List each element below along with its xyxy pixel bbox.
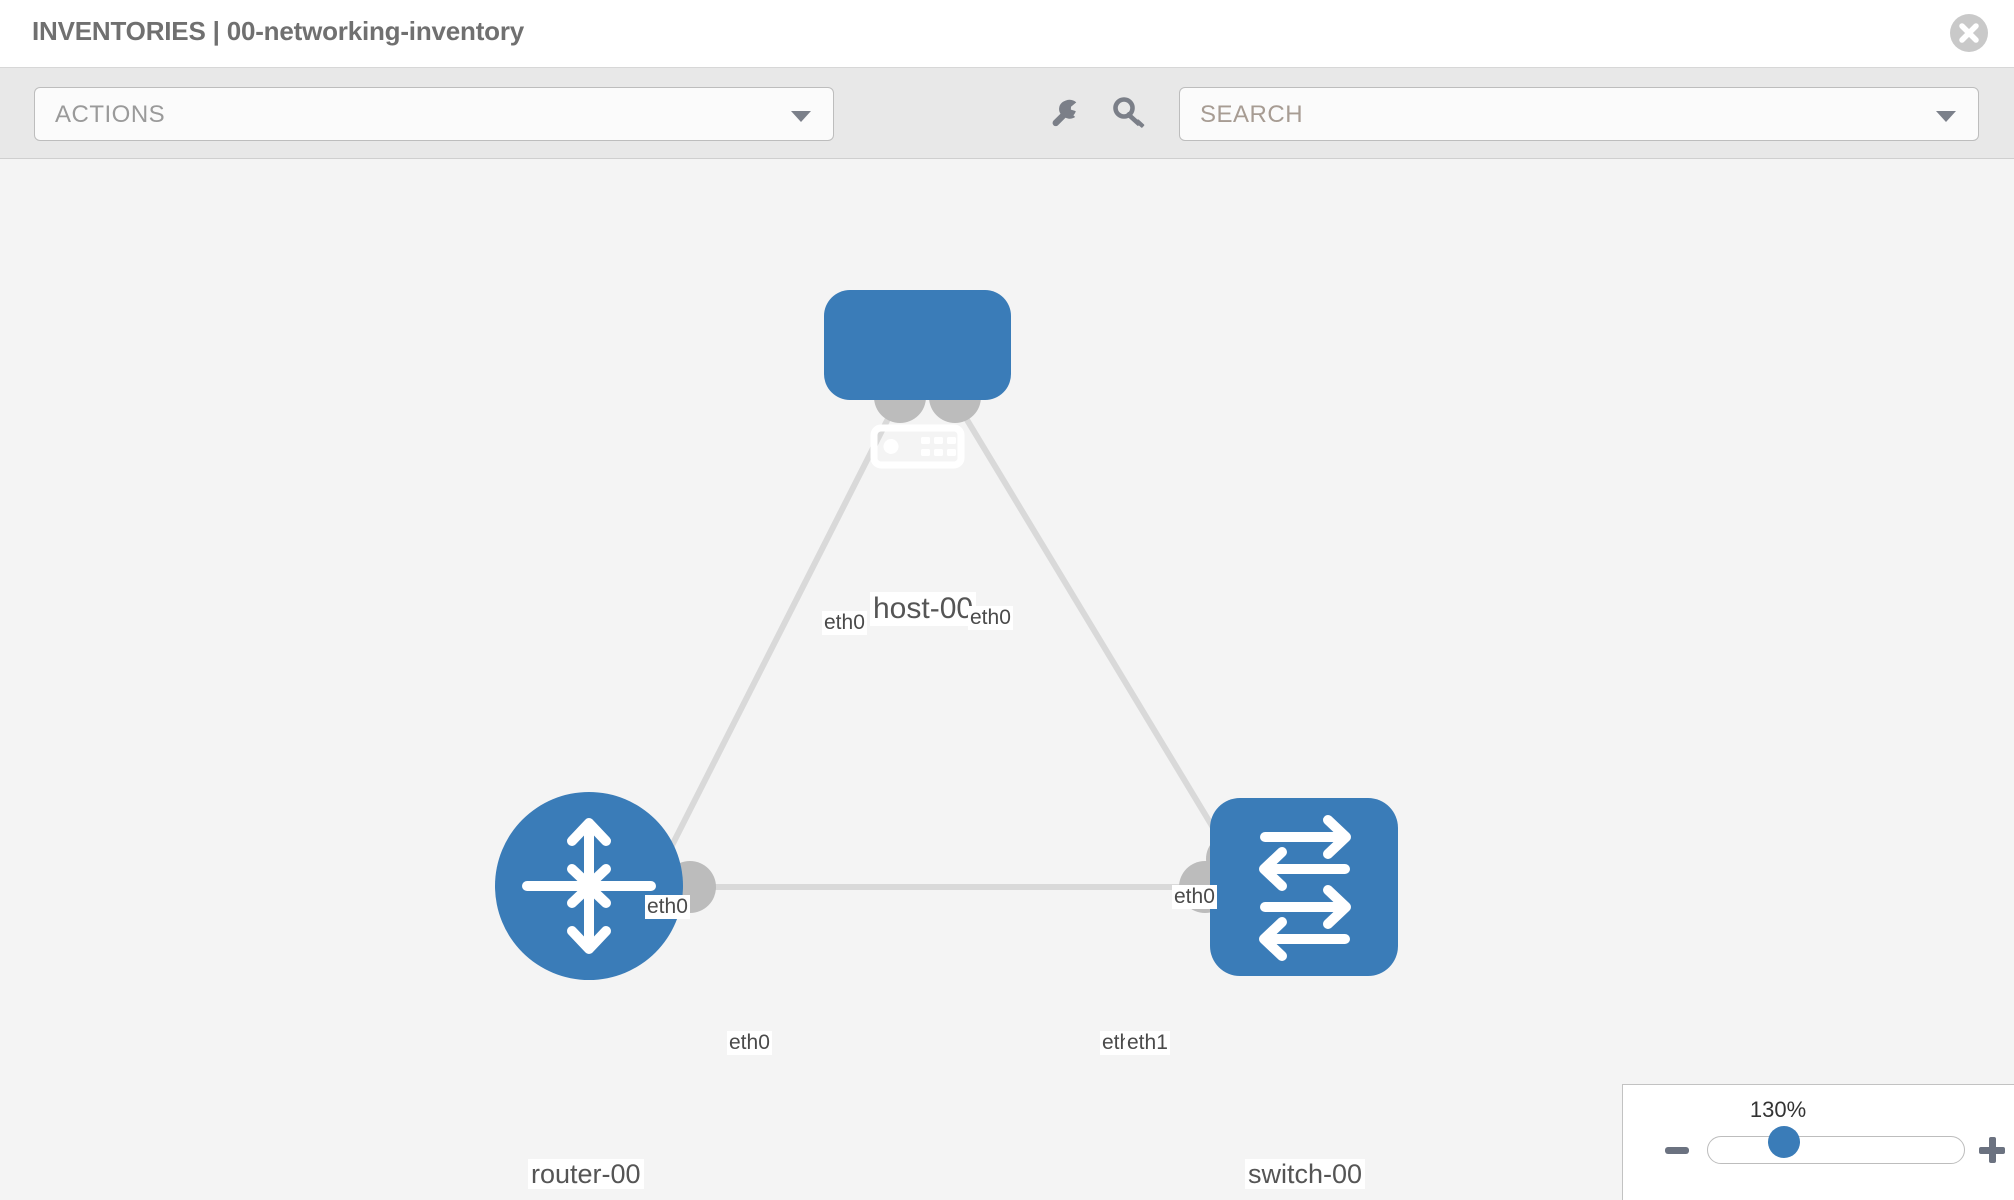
zoom-slider-track[interactable] [1707, 1136, 1965, 1164]
node-label-host-00: host-00 [870, 592, 977, 626]
node-router-00[interactable] [495, 792, 683, 980]
toolbar: ACTIONS SEARCH [0, 68, 2014, 159]
page-header: INVENTORIES | 00-networking-inventory [0, 0, 2014, 68]
node-switch-00[interactable] [1210, 798, 1398, 976]
edge-host-switch[interactable] [949, 393, 1235, 861]
edge-label-switch-eth0-uplink: eth0 [1172, 885, 1217, 909]
search-input[interactable]: SEARCH [1179, 87, 1979, 141]
zoom-in-button[interactable] [1979, 1137, 2005, 1163]
actions-dropdown-label: ACTIONS [55, 101, 166, 128]
edge-label-host-eth0-left: eth0 [822, 611, 867, 635]
search-placeholder: SEARCH [1200, 101, 1304, 128]
actions-dropdown[interactable]: ACTIONS [34, 87, 834, 141]
edge-label-router-eth0: eth0 [727, 1031, 772, 1055]
node-label-switch-00: switch-00 [1245, 1159, 1366, 1190]
edge-host-router[interactable] [652, 393, 903, 881]
zoom-out-button[interactable] [1665, 1147, 1689, 1154]
edge-label-switch-eth1: eth1 [1125, 1031, 1170, 1055]
chevron-down-icon[interactable] [1936, 111, 1956, 122]
breadcrumb: INVENTORIES | 00-networking-inventory [32, 16, 525, 46]
node-host-00[interactable] [824, 290, 1011, 469]
zoom-slider-thumb[interactable] [1768, 1126, 1800, 1158]
node-label-router-00: router-00 [528, 1159, 644, 1190]
edge-label-host-eth0-right: eth0 [968, 606, 1013, 630]
topology-canvas[interactable]: host-00 router-00 switch-00 eth0 eth0 et… [0, 159, 2014, 1200]
zoom-percent-label: 130% [1749, 1097, 1807, 1122]
key-icon[interactable] [1110, 94, 1150, 134]
chevron-down-icon [791, 111, 811, 122]
zoom-control-panel: 130% [1622, 1084, 2014, 1200]
topology-graph [495, 290, 1398, 980]
edge-label-router-eth0-uplink: eth0 [645, 895, 690, 919]
close-icon[interactable] [1950, 14, 1988, 52]
edge-label-switch-eth0-overlap: eth [1100, 1031, 1134, 1055]
wrench-icon[interactable] [1045, 94, 1085, 134]
